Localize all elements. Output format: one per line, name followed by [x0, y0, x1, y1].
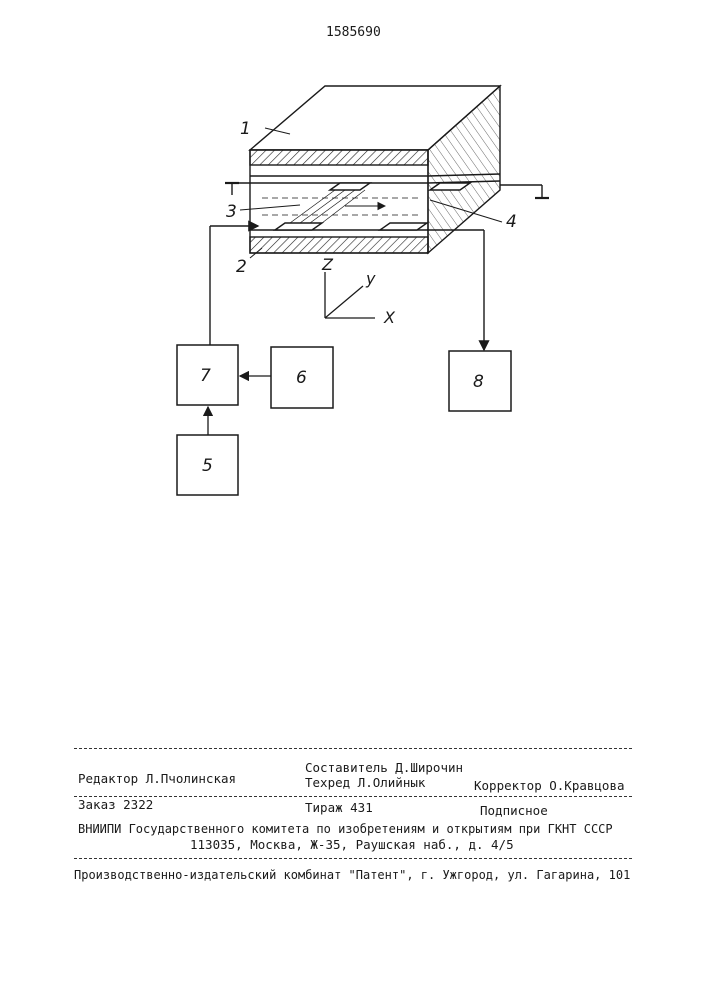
subscription: Подписное	[480, 804, 548, 818]
rule-3	[74, 858, 632, 859]
institute: ВНИИПИ Государственного комитета по изоб…	[78, 822, 613, 836]
substrate-block	[210, 86, 549, 350]
axis-y-label: y	[365, 269, 376, 288]
callout-3: 3	[226, 202, 237, 222]
rule-2	[74, 796, 632, 797]
block-boxes	[177, 345, 511, 495]
corrector: Корректор О.Кравцова	[474, 779, 625, 793]
composer: Составитель Д.Широчин	[305, 761, 463, 775]
callout-1: 1	[240, 119, 251, 139]
circulation: Тираж 431	[305, 801, 373, 815]
techred: Техред Л.Олийнык	[305, 776, 425, 790]
callout-2: 2	[236, 257, 247, 277]
order: Заказ 2322	[78, 798, 153, 812]
block-5-label: 5	[202, 456, 213, 476]
address: 113035, Москва, Ж-35, Раушская наб., д. …	[190, 838, 514, 852]
publisher: Производственно-издательский комбинат "П…	[74, 868, 630, 882]
callout-4: 4	[506, 212, 517, 232]
axis-z-label: Z	[321, 255, 334, 274]
block-8-label: 8	[473, 372, 484, 392]
block-7-label: 7	[200, 366, 211, 386]
top-rule	[74, 748, 632, 749]
editor: Редактор Л.Пчолинская	[78, 772, 236, 786]
axis-x-label: X	[383, 308, 396, 327]
block-6-label: 6	[296, 368, 307, 388]
